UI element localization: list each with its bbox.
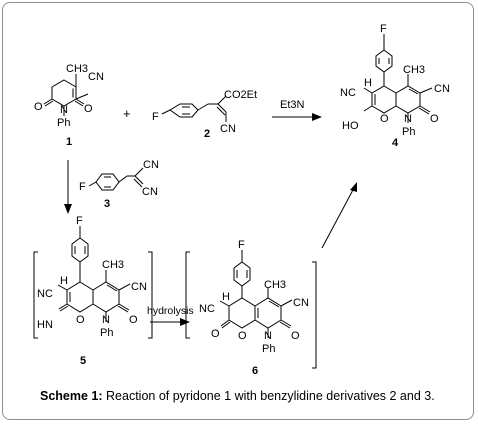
- arrow-6-to-4: [321, 187, 355, 249]
- c5-ph: Ph: [100, 327, 113, 339]
- c2-cn: CN: [220, 123, 236, 135]
- c5-o: O: [76, 314, 85, 326]
- c4-nc: NC: [340, 87, 356, 99]
- c4-ph: Ph: [402, 126, 415, 138]
- c5-n: N: [102, 314, 110, 326]
- c1-o1: O: [34, 101, 43, 113]
- c6-o2: O: [291, 330, 300, 342]
- compound-2-number: 2: [204, 128, 210, 140]
- c2-co2et: CO2Et: [224, 89, 257, 101]
- c6-ph: Ph: [262, 343, 275, 355]
- c1-cn: CN: [88, 71, 104, 83]
- c5-cn: CN: [131, 281, 147, 293]
- c1-ph: Ph: [57, 117, 70, 129]
- c5-f: F: [76, 215, 83, 227]
- arrowhead-to-5: [64, 204, 72, 214]
- c1-o2: O: [84, 103, 93, 115]
- scheme-frame: [2, 2, 474, 420]
- compound-3-structure: [88, 167, 144, 191]
- compound-3-number: 3: [104, 198, 110, 210]
- c6-h: H: [222, 291, 230, 303]
- c2-f: F: [152, 111, 159, 123]
- c4-cn: CN: [434, 83, 450, 95]
- c6-cn: CN: [293, 297, 309, 309]
- compound-4-number: 4: [392, 137, 399, 149]
- plus-sign: +: [123, 106, 131, 121]
- c3-cn1: CN: [143, 159, 159, 171]
- c3-cn2: CN: [142, 186, 158, 198]
- c5-ch3: CH3: [102, 259, 124, 271]
- c6-ch3: CH3: [264, 279, 286, 291]
- c6-f: F: [238, 239, 245, 251]
- hydrolysis-label: hydrolysis: [147, 305, 194, 317]
- c1-n: N: [60, 104, 68, 116]
- c5-nc: NC: [37, 288, 53, 300]
- c4-n: N: [404, 113, 412, 125]
- arrowhead-to-4: [312, 113, 322, 121]
- compound-1-number: 1: [66, 136, 72, 148]
- c4-o: O: [380, 113, 389, 125]
- compound-1-structure: [43, 74, 89, 116]
- compound-5-number: 5: [80, 355, 86, 367]
- compound-5-structure: [33, 226, 153, 339]
- compound-2-structure: [161, 95, 227, 122]
- arrowhead-6-to-4: [350, 182, 357, 192]
- c4-o2: O: [430, 113, 439, 125]
- c1-ch3: CH3: [66, 63, 88, 75]
- compound-6-structure: [185, 250, 317, 369]
- c3-f: F: [79, 181, 86, 193]
- c6-o: O: [238, 330, 247, 342]
- compound-4-structure: [363, 34, 433, 123]
- scheme-caption: Scheme 1: Reaction of pyridone 1 with be…: [40, 389, 460, 403]
- caption-label: Scheme 1:: [40, 389, 103, 403]
- c5-h: H: [60, 275, 68, 287]
- et3n-reagent: Et3N: [280, 99, 305, 111]
- arrowhead-hydrolysis: [180, 318, 190, 326]
- c6-o1: O: [211, 328, 220, 340]
- compound-6-number: 6: [252, 365, 258, 377]
- caption-text: Reaction of pyridone 1 with benzylidine …: [106, 389, 435, 403]
- c6-n: N: [264, 330, 272, 342]
- c6-nc: NC: [199, 303, 215, 315]
- c4-f: F: [380, 23, 387, 35]
- c4-h: H: [364, 77, 372, 89]
- c5-o2: O: [129, 314, 138, 326]
- c4-ch3: CH3: [403, 64, 425, 76]
- c4-ho: HO: [342, 120, 359, 132]
- c5-hn: HN: [37, 319, 53, 331]
